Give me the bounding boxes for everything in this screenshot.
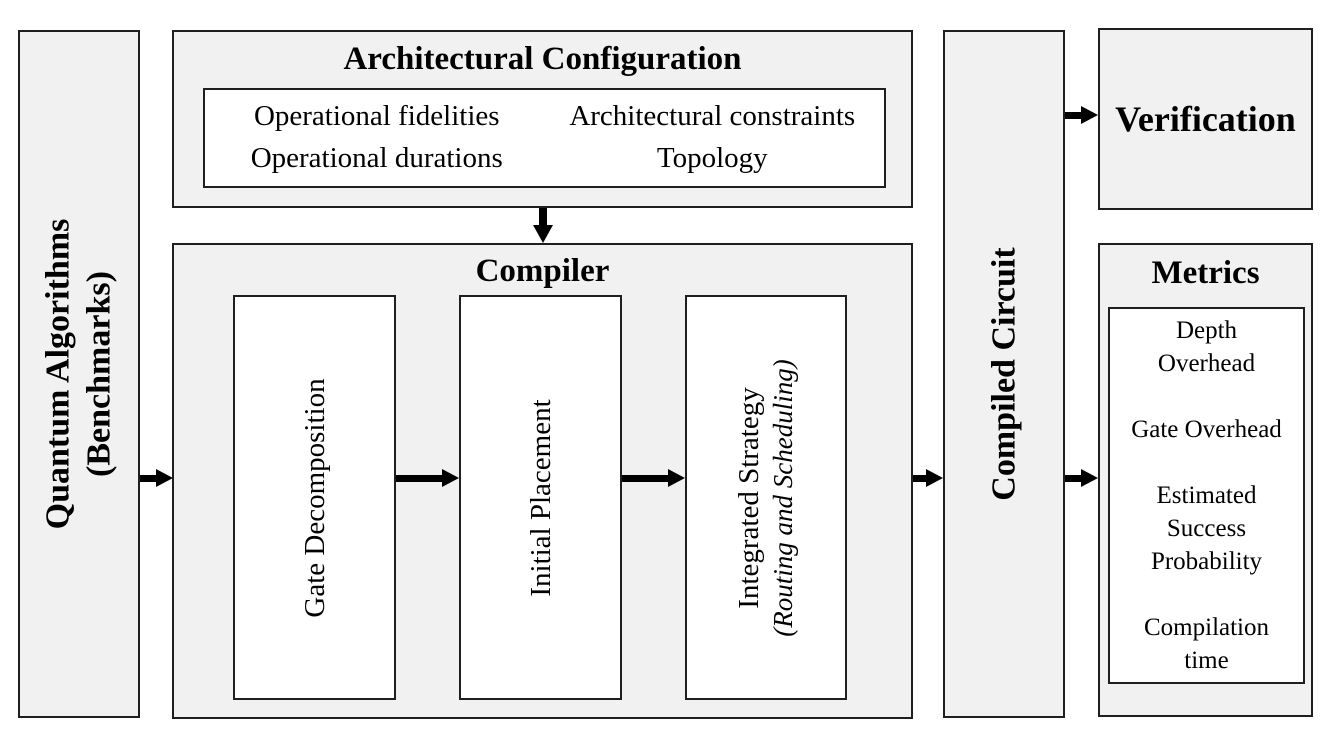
arrow-head-right-icon bbox=[156, 468, 173, 487]
arrow-head-right-icon bbox=[668, 468, 685, 487]
arrow-shaft bbox=[1065, 474, 1082, 482]
quantum-algorithms-label: Quantum Algorithms (Benchmarks) bbox=[38, 219, 121, 530]
stage-initial-placement-box: Initial Placement bbox=[459, 295, 622, 700]
metrics-inner-box: Depth Overhead Gate Overhead Estimated S… bbox=[1108, 307, 1305, 684]
stage-integrated-strategy-sublabel: (Routing and Scheduling) bbox=[768, 358, 799, 637]
arrow-shaft bbox=[140, 474, 157, 482]
architectural-configuration-title: Architectural Configuration bbox=[343, 41, 742, 77]
compiler-title: Compiler bbox=[475, 253, 610, 289]
config-cell-topology: Topology bbox=[656, 142, 768, 175]
stage-gate-decomposition-box: Gate Decomposition bbox=[233, 295, 396, 700]
metrics-list: Depth Overhead Gate Overhead Estimated S… bbox=[1110, 309, 1303, 682]
quantum-algorithms-box: Quantum Algorithms (Benchmarks) bbox=[18, 30, 140, 718]
metric-gate-overhead: Gate Overhead bbox=[1131, 416, 1282, 443]
stage-integrated-strategy-box: Integrated Strategy (Routing and Schedul… bbox=[685, 295, 847, 700]
metric-estimated-success-probability: Estimated Success Probability bbox=[1150, 482, 1263, 575]
verification-label: Verification bbox=[1115, 99, 1296, 139]
config-cell-operational-durations: Operational durations bbox=[250, 142, 503, 175]
stage-initial-placement-label: Initial Placement bbox=[524, 398, 557, 597]
compiled-circuit-box: Compiled Circuit bbox=[943, 30, 1065, 718]
stage-integrated-strategy-label: Integrated Strategy bbox=[733, 386, 765, 609]
stage-integrated-strategy-labels: Integrated Strategy (Routing and Schedul… bbox=[731, 359, 801, 636]
architectural-configuration-inner-box: Operational fidelities Architectural con… bbox=[203, 88, 886, 188]
arrow-shaft bbox=[622, 474, 669, 482]
quantum-algorithms-line2: (Benchmarks) bbox=[81, 271, 118, 477]
metrics-title: Metrics bbox=[1151, 255, 1260, 291]
arrow-shaft bbox=[539, 208, 547, 226]
arrow-head-right-icon bbox=[926, 468, 943, 487]
arrow-head-right-icon bbox=[1081, 468, 1098, 487]
arrow-head-right-icon bbox=[1081, 105, 1098, 124]
config-cell-operational-fidelities: Operational fidelities bbox=[253, 100, 500, 133]
arrow-head-right-icon bbox=[442, 468, 459, 487]
arrow-shaft bbox=[1065, 111, 1082, 119]
config-cell-architectural-constraints: Architectural constraints bbox=[569, 100, 856, 133]
metric-depth-overhead: Depth Overhead bbox=[1157, 317, 1256, 377]
metric-compilation-time: Compilation time bbox=[1144, 614, 1269, 674]
stage-gate-decomposition-label: Gate Decomposition bbox=[298, 377, 331, 618]
arrow-shaft bbox=[913, 474, 927, 482]
arrow-shaft bbox=[396, 474, 443, 482]
compiled-circuit-label: Compiled Circuit bbox=[985, 247, 1023, 501]
architectural-configuration-grid: Operational fidelities Architectural con… bbox=[205, 90, 884, 186]
arrow-head-down-icon bbox=[533, 225, 553, 243]
quantum-algorithms-line1: Quantum Algorithms bbox=[39, 218, 77, 530]
verification-box: Verification bbox=[1098, 28, 1313, 210]
architectural-configuration-box: Architectural Configuration Operational … bbox=[172, 30, 913, 208]
metrics-box: Metrics Depth Overhead Gate Overhead Est… bbox=[1098, 243, 1313, 717]
